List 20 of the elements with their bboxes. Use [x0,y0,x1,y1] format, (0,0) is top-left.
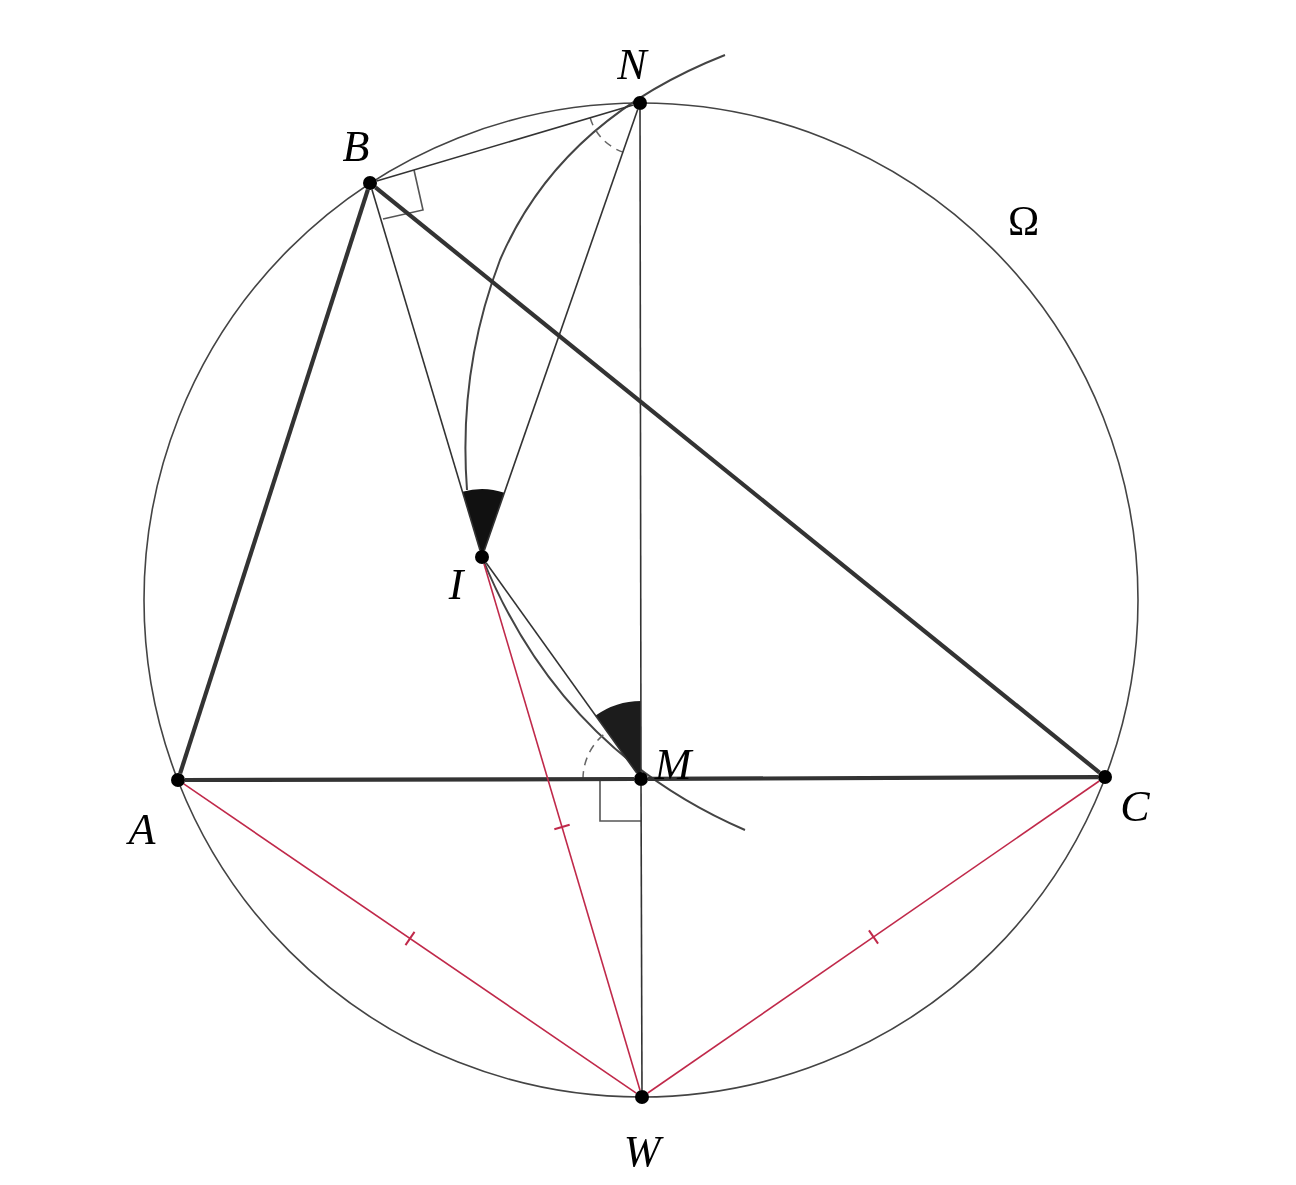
line-segment [483,562,641,1092]
point-label: C [1120,785,1150,829]
line-segment [639,109,642,773]
line-segment [485,561,638,775]
line-segment [185,776,634,783]
point-label: M [654,743,692,787]
point-label: N [617,43,647,87]
line-segment [374,185,1101,775]
line-segment [483,108,639,552]
line-segment [640,785,643,1091]
circle-label: Ω [1008,200,1040,242]
point-label: A [128,808,156,852]
point-label: I [448,563,464,607]
line-segment [648,774,1098,782]
line-segment [183,783,637,1094]
line-segment [646,780,1101,1094]
point-label: B [342,125,370,169]
line-segment [375,104,635,182]
line-segment [178,189,370,774]
line-segment [371,188,481,552]
